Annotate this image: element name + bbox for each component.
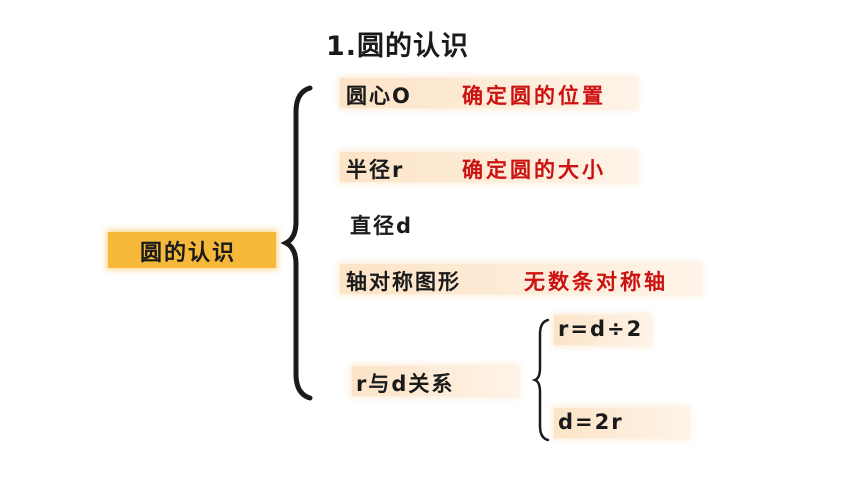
item-symmetry-note: 无数条对称轴: [524, 270, 668, 294]
main-brace: [280, 85, 313, 401]
page-title: 1.圆的认识: [326, 31, 470, 62]
item-highlight: [340, 78, 636, 108]
item-highlight: [340, 152, 636, 182]
item-center-label: 圆心O: [346, 84, 412, 108]
item-center-note: 确定圆的位置: [462, 84, 606, 108]
relation-brace: [531, 318, 550, 442]
relation-r-formula: r=d÷2: [558, 317, 644, 341]
relation-highlight: [554, 315, 650, 345]
item-radius-note: 确定圆的大小: [462, 158, 606, 182]
root-node-box: [108, 232, 276, 268]
root-node-label: 圆的认识: [140, 241, 237, 266]
relation-d-formula: d=2r: [558, 410, 624, 434]
item-diameter-label: 直径d: [350, 214, 414, 238]
item-highlight: [352, 366, 518, 396]
item-relation-label: r与d关系: [356, 372, 455, 396]
item-symmetry-label: 轴对称图形: [346, 270, 461, 294]
item-highlight: [340, 264, 700, 294]
item-radius-label: 半径r: [346, 158, 405, 182]
relation-highlight: [554, 408, 688, 438]
